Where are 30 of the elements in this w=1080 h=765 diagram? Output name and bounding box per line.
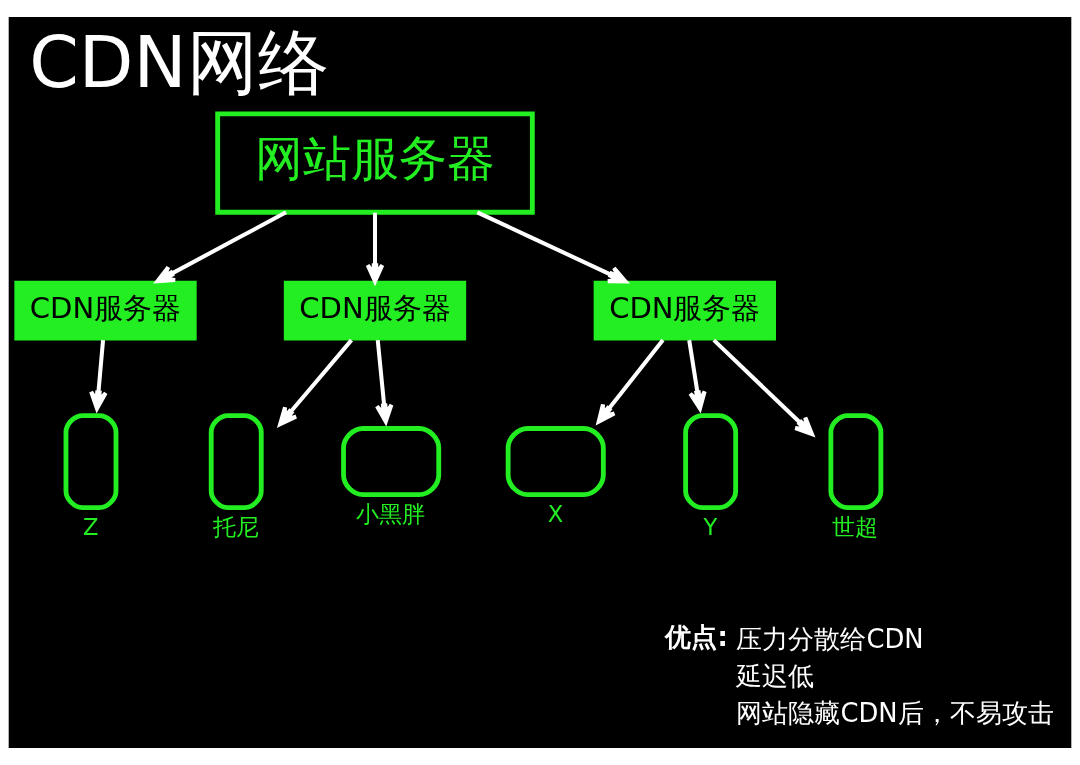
node-box: 网站服务器 <box>215 111 535 215</box>
arrow <box>374 339 394 424</box>
node-phone <box>683 413 739 510</box>
label: 压力分散给CDN <box>736 623 924 654</box>
arrow <box>365 212 385 284</box>
node-phone <box>208 413 264 510</box>
node-label: Y <box>703 513 718 540</box>
node-label: X <box>547 500 564 527</box>
arrow <box>278 338 353 427</box>
node-phone <box>63 413 119 510</box>
node-label: 世超 <box>832 513 879 540</box>
label: 延迟低 <box>736 660 815 691</box>
arrow <box>89 339 108 411</box>
node-phone <box>828 413 884 510</box>
arrow <box>596 338 665 424</box>
node-monitor <box>341 426 442 498</box>
arrow <box>687 339 707 411</box>
node-box: CDN服务器 <box>593 280 776 341</box>
node-label: Z <box>82 513 99 540</box>
diagram-title: CDN网络 <box>29 20 329 104</box>
arrow <box>712 338 814 436</box>
node-label: 托尼 <box>212 513 259 540</box>
label: 优点: <box>665 622 728 653</box>
node-monitor <box>505 426 606 498</box>
label: 网站隐藏CDN后，不易攻击 <box>736 697 1054 728</box>
arrow <box>476 210 628 284</box>
node-box: CDN服务器 <box>14 280 197 341</box>
node-box: CDN服务器 <box>283 280 467 341</box>
arrow <box>155 210 287 284</box>
node-label: 小黑胖 <box>356 500 426 527</box>
